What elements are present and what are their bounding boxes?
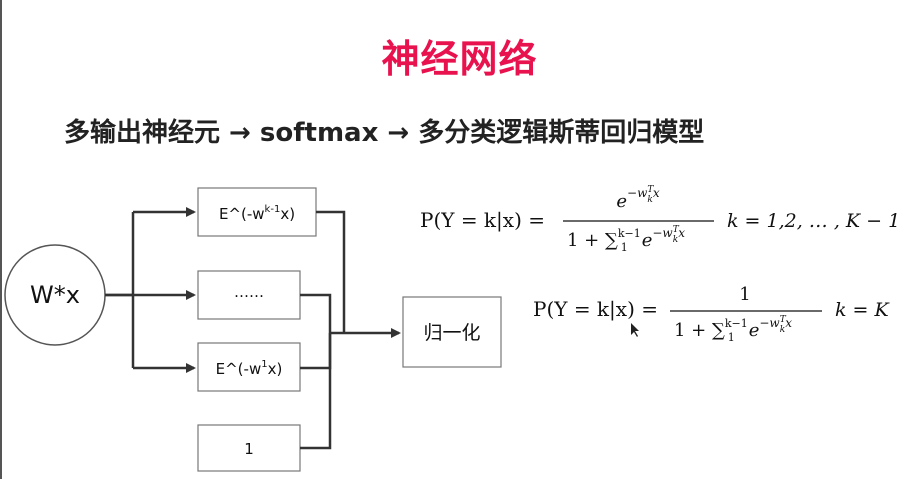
input-connectors — [105, 207, 196, 373]
output-connectors — [300, 210, 401, 450]
input-node-label: W*x — [30, 281, 80, 309]
formula-2-numerator: 1 — [739, 284, 750, 305]
formula-2-lhs: P(Y = k|x) = — [533, 297, 658, 322]
left-border — [0, 0, 2, 479]
formula-2-condition: k = K — [835, 299, 891, 321]
page-title: 神经网络 — [381, 37, 538, 81]
ellipsis-box — [197, 270, 301, 320]
exp-box-k-minus-1 — [197, 187, 317, 237]
normalize-box — [402, 296, 502, 368]
subtitle: 多输出神经元 → softmax → 多分类逻辑斯蒂回归模型 — [64, 118, 705, 148]
exp-box-k-minus-1-label: E^(-wk-1x) — [219, 204, 295, 223]
exp-box-1-label: E^(-w1x) — [216, 359, 283, 378]
one-box — [197, 424, 301, 472]
formula-1-lhs: P(Y = k|x) = — [420, 208, 545, 233]
normalize-box-label: 归一化 — [423, 322, 480, 344]
formula-1-condition: k = 1,2, … , K − 1 — [727, 210, 900, 232]
exp-box-1 — [197, 342, 301, 392]
ellipsis-box-label: …… — [234, 283, 264, 301]
one-box-label: 1 — [244, 440, 254, 458]
mouse-cursor-icon — [631, 323, 639, 337]
